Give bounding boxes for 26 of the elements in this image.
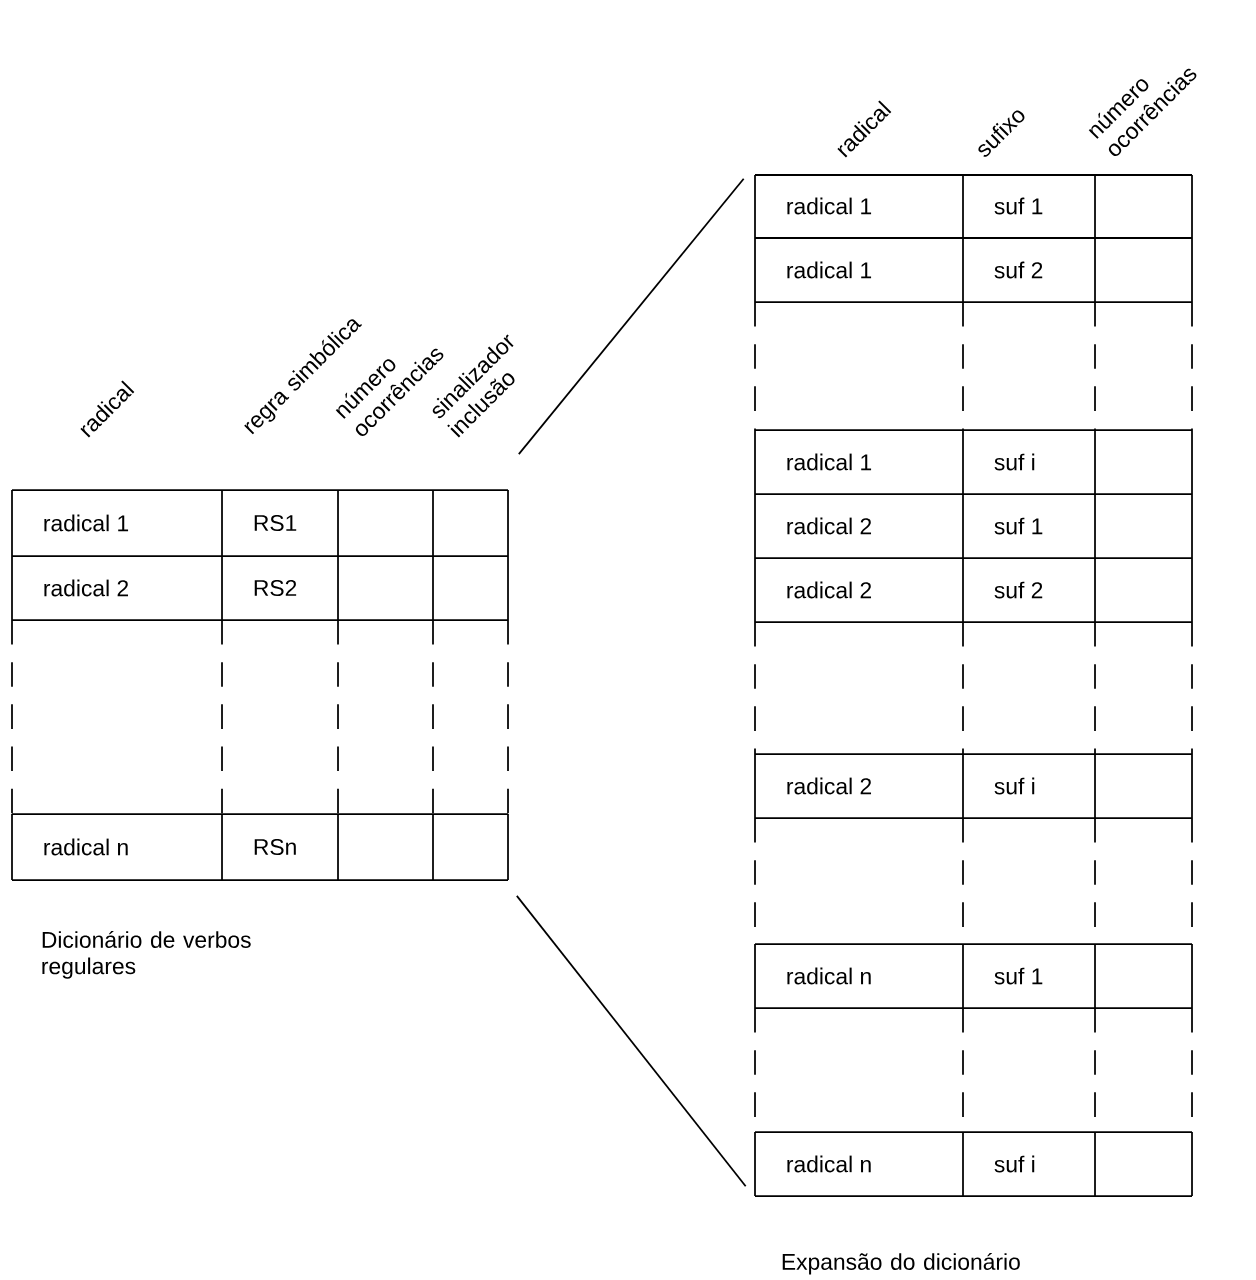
table-cell: suf 1 [994,967,1043,985]
table-cell: radical 1 [787,197,872,215]
table-cell: radical 2 [787,777,871,795]
expansion-line [517,177,745,456]
table-cell: suf i [994,453,1035,471]
table-cell: radical 1 [44,514,129,532]
table-cell: radical 2 [787,581,871,599]
table-cell: suf i [994,1155,1035,1173]
table-cell: RS2 [254,579,297,597]
expansion-line [515,894,747,1188]
table-cell: radical 2 [44,579,128,597]
table-cell: suf 2 [994,261,1043,279]
table-cell: suf 2 [994,581,1043,599]
table-cell: RSn [254,838,296,856]
table-caption: Expansão do dicionário [782,1252,1020,1275]
table-cell: suf i [994,777,1035,795]
table-cell: radical n [787,1155,871,1173]
table-caption: Dicionário de verbos regulares [42,930,251,979]
table-cell: suf 1 [994,197,1043,215]
table-cell: radical n [787,967,871,985]
table-cell: radical 2 [787,517,871,535]
table-cell: radical 1 [787,453,872,471]
table-cell: radical 1 [787,261,872,279]
table-cell: radical n [44,838,128,856]
table-cell: RS1 [254,514,297,532]
table-cell: suf 1 [994,517,1043,535]
